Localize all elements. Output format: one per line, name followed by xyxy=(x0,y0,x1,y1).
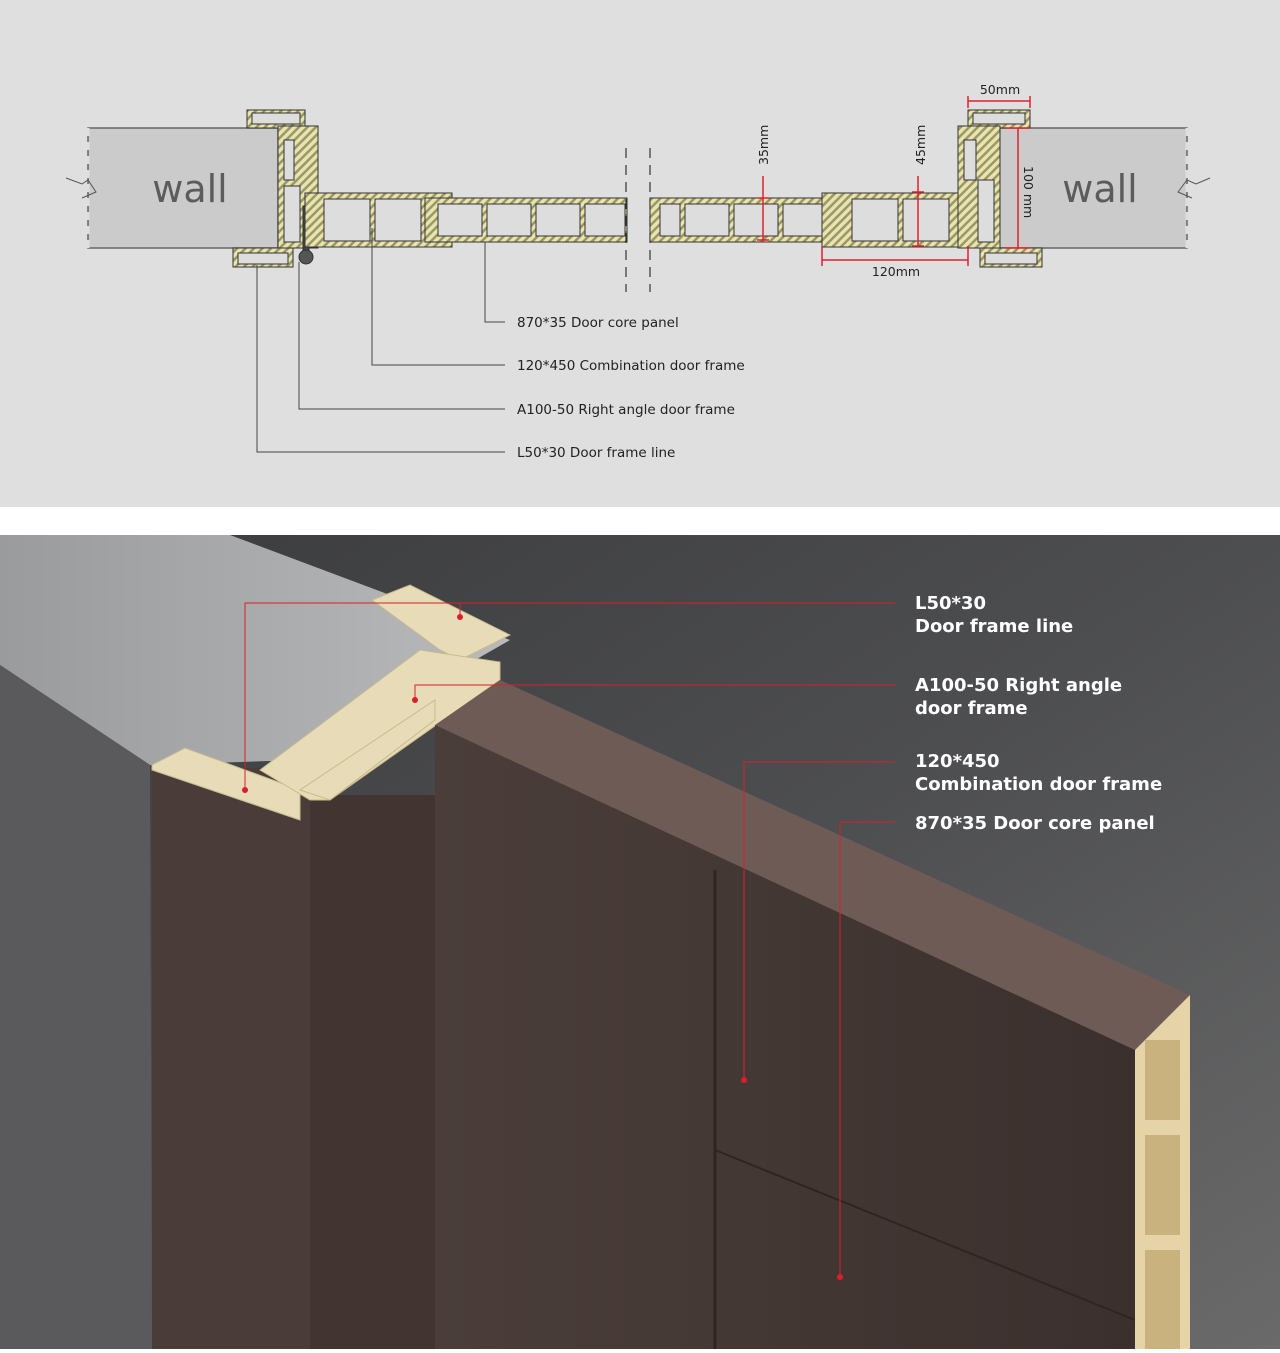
photo-callout-1-line1: L50*30 xyxy=(915,593,986,614)
callout-right-angle-door-frame: A100-50 Right angle door frame xyxy=(517,402,735,418)
right-door-panel xyxy=(649,197,851,243)
dim-45mm: 45mm xyxy=(913,125,928,165)
right-frame-profiles xyxy=(957,109,1043,268)
right-combination-frame xyxy=(821,192,971,248)
left-frame-profiles xyxy=(232,109,319,268)
callout-door-frame-line: L50*30 Door frame line xyxy=(517,445,675,461)
door-core-panel xyxy=(435,725,1135,1349)
right-angle-frame-column xyxy=(310,795,435,1349)
callout-door-core-panel: 870*35 Door core panel xyxy=(517,315,679,331)
door-frame-line-column xyxy=(152,768,310,1349)
photo-callout-1-line2: Door frame line xyxy=(915,616,1073,637)
photo-callout-3-line2: Combination door frame xyxy=(915,774,1162,795)
wall-label-left: wall xyxy=(152,167,227,211)
photo-callout-2-line1: A100-50 Right angle xyxy=(915,675,1122,696)
left-door-panel xyxy=(424,197,628,243)
product-photo-svg: L50*30 Door frame line A100-50 Right ang… xyxy=(0,535,1280,1349)
cross-section-svg: wall wall xyxy=(65,82,1211,461)
dim-50mm: 50mm xyxy=(980,82,1020,97)
dim-100mm: 100 mm xyxy=(1021,166,1036,218)
wall-label-right: wall xyxy=(1062,167,1137,211)
pvc-profile-cross-sections xyxy=(151,584,512,821)
callout-dots xyxy=(242,614,843,1280)
callout-combination-door-frame: 120*450 Combination door frame xyxy=(517,358,745,374)
dimension-lines xyxy=(757,96,1031,266)
left-wall: wall xyxy=(65,127,279,249)
dim-120mm: 120mm xyxy=(872,264,920,279)
break-lines xyxy=(625,148,651,292)
door-top-edge xyxy=(435,680,1190,1050)
callout-leader-lines xyxy=(244,602,895,1277)
photo-callout-3-line1: 120*450 xyxy=(915,751,1000,772)
leader-lines xyxy=(256,228,505,453)
product-photo: L50*30 Door frame line A100-50 Right ang… xyxy=(0,535,1280,1349)
dim-35mm: 35mm xyxy=(756,125,771,165)
photo-callout-2-line2: door frame xyxy=(915,698,1028,719)
right-wall: wall xyxy=(997,127,1211,249)
wall-side xyxy=(0,665,152,1349)
photo-callout-4: 870*35 Door core panel xyxy=(915,813,1155,834)
cross-section-diagram: wall wall xyxy=(0,0,1280,507)
